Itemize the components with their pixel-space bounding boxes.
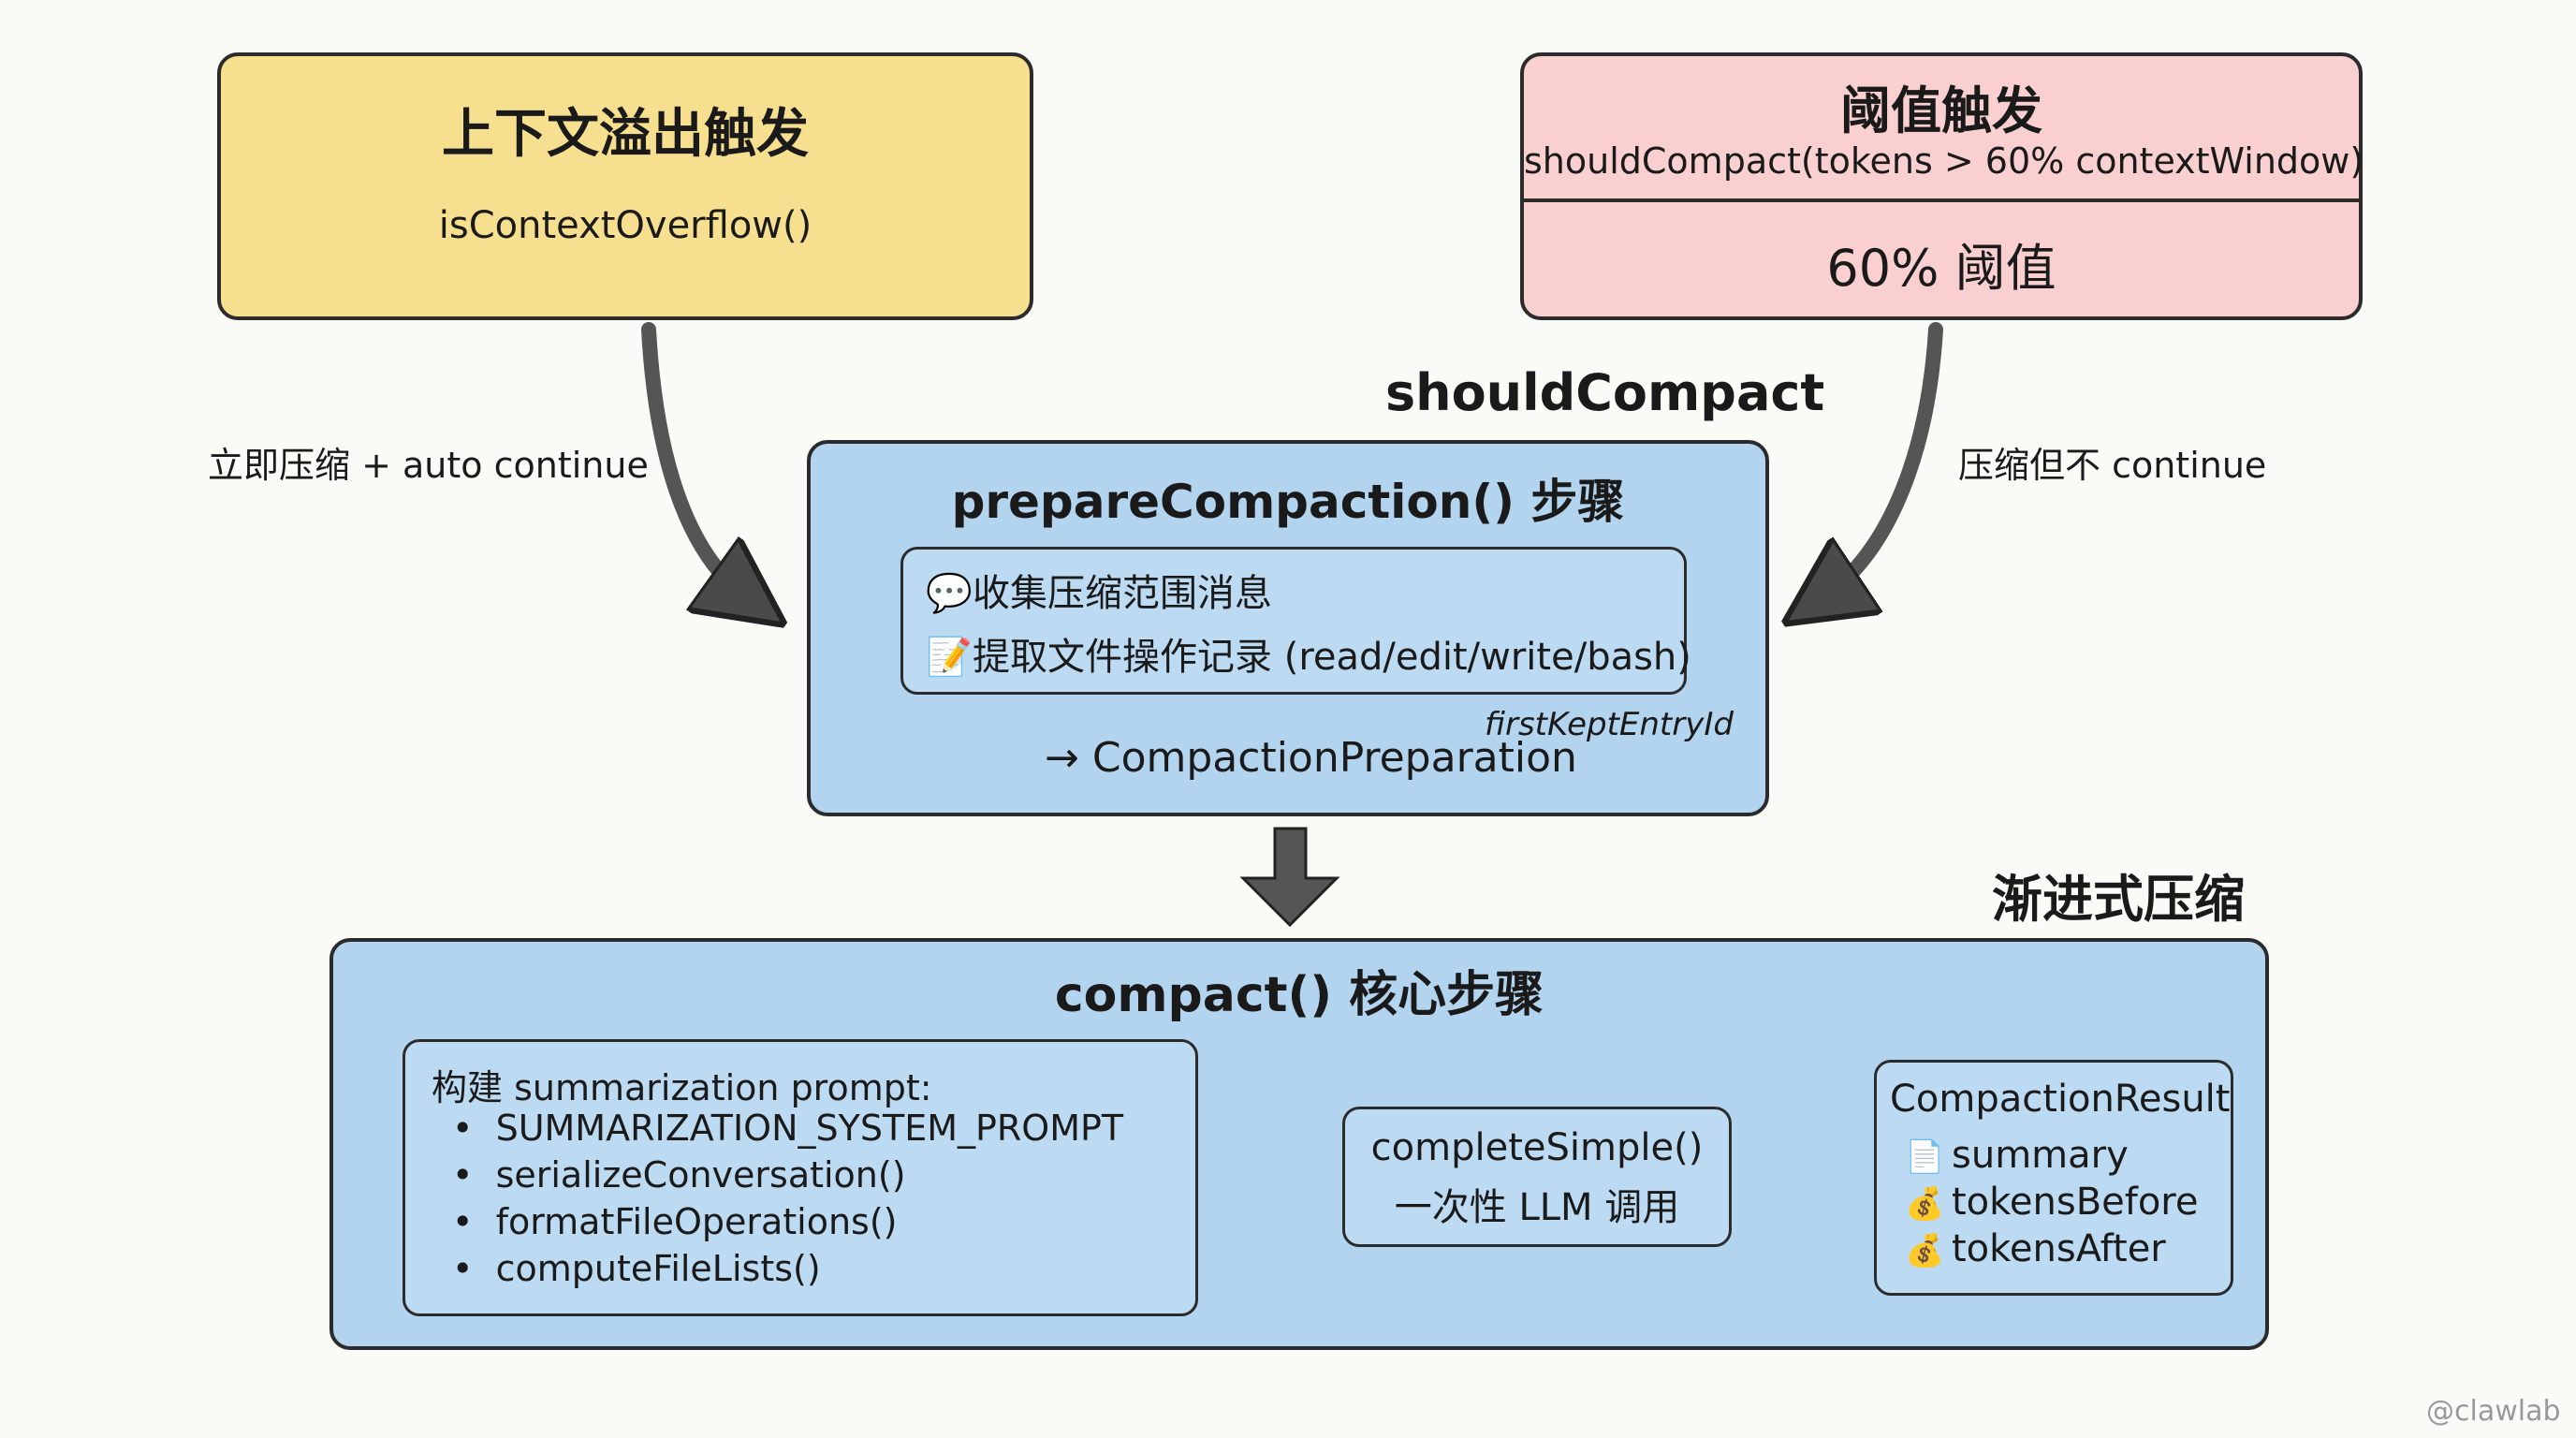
compaction-preparation-result: → CompactionPreparation [1045,734,1577,782]
speech-bubble-icon: 💬 [926,572,973,615]
build-bullet-1-label: SUMMARIZATION_SYSTEM_PROMPT [495,1108,1124,1149]
result-field-tokens-before-label: tokensBefore [1952,1181,2199,1224]
prepare-steps-box: 💬收集压缩范围消息 📝提取文件操作记录 (read/edit/write/bas… [900,547,1691,695]
build-bullet-4-label: computeFileLists() [495,1248,821,1289]
compaction-result-title: CompactionResult [1890,1078,2231,1121]
threshold-trigger-title: 阈值触发 [1840,81,2042,140]
build-bullet-3: • formatFileOperations() [452,1201,898,1242]
overflow-to-prepare-arrow [641,322,749,599]
complete-simple-desc: 一次性 LLM 调用 [1394,1186,1680,1229]
build-bullet-3-label: formatFileOperations() [495,1201,898,1242]
prepare-compaction-title: prepareCompaction() 步骤 [951,475,1625,529]
build-prompt-heading: 构建 summarization prompt: [432,1067,932,1108]
threshold-to-prepare-arrow [1821,322,1943,599]
bullet-dot-icon: • [452,1248,496,1289]
build-bullet-2: • serializeConversation() [452,1154,906,1196]
build-bullet-1: • SUMMARIZATION_SYSTEM_PROMPT [452,1108,1123,1149]
bullet-dot-icon: • [452,1154,496,1196]
complete-simple-func: completeSimple() [1370,1126,1704,1169]
threshold-trigger-func: shouldCompact(tokens > 60% contextWindow… [1524,140,2364,182]
build-bullet-2-label: serializeConversation() [495,1154,906,1196]
prepare-to-compact-arrow [1239,827,1340,928]
overflow-trigger-title: 上下文溢出触发 [442,104,809,165]
prepare-step-extract-label: 提取文件操作记录 (read/edit/write/bash) [973,636,1691,679]
complete-simple-box: completeSimple() 一次性 LLM 调用 [1342,1107,1732,1247]
money-bag-icon: 💰 [1905,1185,1945,1223]
threshold-arrow-label: 压缩但不 continue [1958,445,2267,486]
overflow-arrow-label: 立即压缩 + auto continue [208,445,649,486]
compaction-result-box: CompactionResult 📄summary 💰tokensBefore … [1874,1060,2233,1296]
threshold-trigger-box: 阈值触发 shouldCompact(tokens > 60% contextW… [1520,52,2364,320]
money-bag-icon: 💰 [1905,1232,1945,1269]
bullet-dot-icon: • [452,1201,496,1242]
prepare-step-extract: 📝提取文件操作记录 (read/edit/write/bash) [926,626,1691,681]
compact-core-box: compact() 核心步骤 构建 summarization prompt: … [329,938,2269,1350]
compact-core-title: compact() 核心步骤 [1054,967,1544,1023]
result-field-summary: 📄summary [1905,1134,2129,1177]
build-bullet-4: • computeFileLists() [452,1248,821,1289]
prepare-compaction-box: prepareCompaction() 步骤 💬收集压缩范围消息 📝提取文件操作… [807,440,1769,816]
overflow-trigger-box: 上下文溢出触发 isContextOverflow() [217,52,1033,320]
prepare-step-collect: 💬收集压缩范围消息 [926,563,1272,617]
should-compact-label: shouldCompact [1385,363,1825,422]
build-prompt-box: 构建 summarization prompt: • SUMMARIZATION… [402,1039,1198,1316]
prepare-step-collect-label: 收集压缩范围消息 [973,572,1272,615]
threshold-value: 60% 阈值 [1826,239,2056,298]
progressive-compaction-label: 渐进式压缩 [1992,870,2245,929]
bullet-dot-icon: • [452,1108,496,1149]
result-field-tokens-after: 💰tokensAfter [1905,1227,2166,1270]
result-field-summary-label: summary [1952,1134,2129,1177]
watermark: @clawlab [2426,1395,2561,1428]
document-icon: 📄 [1905,1138,1945,1176]
first-kept-entry-label: firstKeptEntryId [1485,706,1734,743]
overflow-trigger-func: isContextOverflow() [438,204,812,247]
result-field-tokens-before: 💰tokensBefore [1905,1181,2198,1224]
memo-icon: 📝 [926,636,973,679]
result-field-tokens-after-label: tokensAfter [1952,1227,2166,1270]
threshold-divider [1524,198,2359,202]
